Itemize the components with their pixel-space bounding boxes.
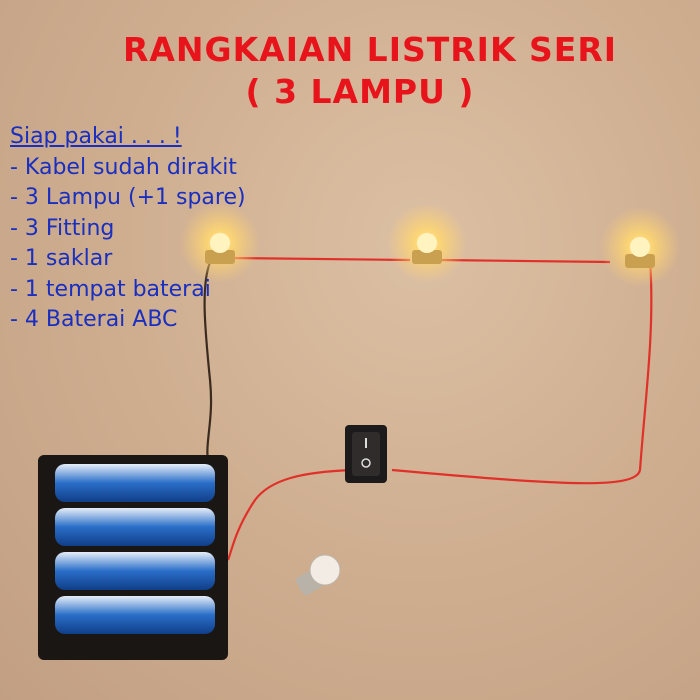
list-item: - 3 Fitting (10, 215, 115, 241)
rocker-switch (345, 425, 387, 483)
list-item: - 4 Baterai ABC (10, 307, 178, 332)
list-item: - 3 Lampu (+1 spare) (10, 185, 246, 210)
spare-bulb (295, 554, 341, 596)
list-item: - 1 tempat baterai (10, 276, 211, 302)
title-line-2: ( 3 LAMPU ) (245, 72, 475, 111)
lamp (600, 207, 680, 287)
contents-list: Siap pakai . . . ! - Kabel sudah dirakit… (10, 122, 246, 336)
list-heading: Siap pakai . . . ! (10, 124, 182, 149)
lamp (387, 203, 467, 283)
battery-holder (38, 455, 228, 660)
lamp (180, 203, 260, 283)
list-item: - 1 saklar (10, 246, 113, 271)
wires (203, 256, 653, 561)
title-line-1: RANGKAIAN LISTRIK SERI (122, 30, 618, 69)
list-item: - Kabel sudah dirakit (10, 154, 237, 180)
